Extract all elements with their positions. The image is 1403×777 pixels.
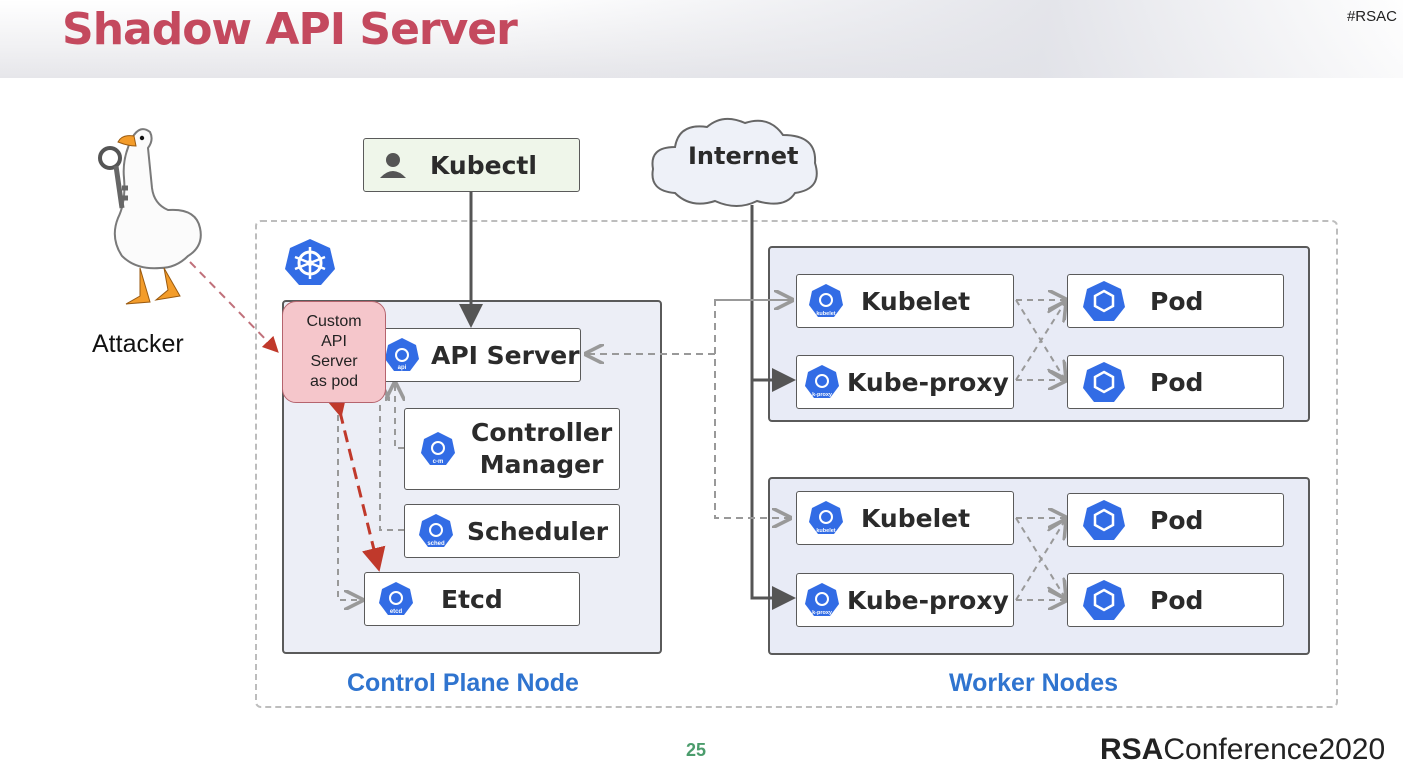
page-number: 25	[686, 740, 707, 760]
pod-label: Pod	[1150, 367, 1204, 397]
pod-label: Pod	[1150, 505, 1204, 535]
kube-proxy-box-2[interactable]: k-proxy Kube-proxy	[796, 573, 1014, 627]
etcd-badge-icon: etcd	[379, 582, 413, 615]
kubectl-label: Kubectl	[430, 150, 537, 180]
kubectl-client[interactable]: Kubectl	[363, 138, 580, 192]
rsa-conference-logo: RSAConference2020	[1100, 733, 1385, 767]
controller-manager-badge-icon: c-m	[421, 432, 455, 465]
api-badge-icon: api	[385, 338, 419, 371]
kubelet-box-2[interactable]: kubelet Kubelet	[796, 491, 1014, 545]
pod-box-2a[interactable]: Pod	[1067, 493, 1284, 547]
user-icon	[380, 153, 406, 178]
scheduler-box[interactable]: sched Scheduler	[404, 504, 620, 558]
kubernetes-logo-icon	[285, 239, 335, 285]
cluster-boundary	[255, 220, 1338, 708]
control-plane-label: Control Plane Node	[347, 669, 579, 697]
etcd-label: Etcd	[441, 584, 503, 614]
kubelet-badge-icon: kubelet	[809, 501, 843, 534]
kube-proxy-badge-icon: k-proxy	[805, 365, 839, 398]
custom-pod-line-1: Custom	[306, 313, 362, 330]
goose-attacker-icon	[98, 128, 202, 305]
svg-text:kubelet: kubelet	[816, 528, 835, 534]
scheduler-badge-icon: sched	[419, 514, 453, 547]
pod-box-1a[interactable]: Pod	[1067, 274, 1284, 328]
pod-badge-icon	[1083, 580, 1125, 620]
brand-rest: Conference2020	[1163, 733, 1386, 766]
pod-badge-icon	[1083, 500, 1125, 540]
kubelet-badge-icon: kubelet	[809, 284, 843, 317]
api-server-label: API Server	[431, 340, 580, 370]
worker-nodes-label: Worker Nodes	[949, 669, 1119, 697]
kubelet-label: Kubelet	[861, 286, 971, 316]
rsac-hashtag: #RSAC	[1346, 8, 1397, 25]
custom-api-server-pod[interactable]: Custom API Server as pod	[282, 301, 386, 403]
kube-proxy-badge-icon: k-proxy	[805, 583, 839, 616]
controller-manager-box[interactable]: c-m Controller Manager	[404, 408, 620, 490]
scheduler-label: Scheduler	[467, 516, 609, 546]
pod-label: Pod	[1150, 286, 1204, 316]
svg-text:k-proxy: k-proxy	[812, 392, 833, 398]
custom-pod-line-4: as pod	[309, 373, 359, 390]
pod-label: Pod	[1150, 585, 1204, 615]
controller-manager-label: Controller Manager	[471, 418, 613, 479]
page-title: Shadow API Server	[62, 4, 518, 55]
pod-badge-icon	[1083, 281, 1125, 321]
internet-label: Internet	[688, 142, 799, 170]
pod-badge-icon	[1083, 362, 1125, 402]
kube-proxy-box-1[interactable]: k-proxy Kube-proxy	[796, 355, 1014, 409]
kube-proxy-label: Kube-proxy	[847, 367, 1009, 397]
kubelet-label: Kubelet	[861, 503, 971, 533]
svg-text:etcd: etcd	[390, 609, 403, 615]
brand-bold: RSA	[1100, 733, 1164, 766]
kubelet-box-1[interactable]: kubelet Kubelet	[796, 274, 1014, 328]
svg-text:sched: sched	[427, 541, 445, 547]
header-band	[0, 0, 1403, 78]
etcd-box[interactable]: etcd Etcd	[364, 572, 580, 626]
svg-text:kubelet: kubelet	[816, 311, 835, 317]
svg-text:api: api	[398, 365, 407, 371]
internet-cloud-icon	[651, 117, 818, 207]
svg-text:c-m: c-m	[433, 459, 444, 465]
kube-proxy-label: Kube-proxy	[847, 585, 1009, 615]
custom-pod-line-2: API	[321, 333, 347, 350]
custom-pod-line-3: Server	[310, 353, 358, 370]
pod-box-2b[interactable]: Pod	[1067, 573, 1284, 627]
svg-text:k-proxy: k-proxy	[812, 610, 833, 616]
attacker-label: Attacker	[92, 330, 184, 358]
pod-box-1b[interactable]: Pod	[1067, 355, 1284, 409]
api-server-box[interactable]: api API Server	[380, 328, 581, 382]
